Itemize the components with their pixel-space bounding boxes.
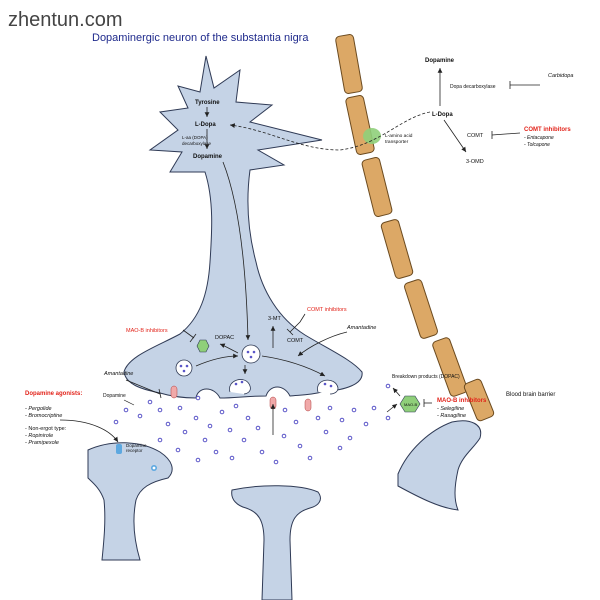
ldopa-periphery-label: L-Dopa (432, 112, 453, 118)
ldopa-transport-arrow (229, 111, 431, 151)
watermark: zhentun.com (8, 9, 123, 31)
aadc-label-2: decarboxylase (182, 141, 212, 146)
dopamine-periphery-label: Dopamine (425, 58, 455, 64)
breakdown-products-label: Breakdown products (DOPAC) (392, 374, 460, 380)
dopaminergic-neuron (123, 55, 363, 399)
maob-enzyme-icon (196, 339, 210, 353)
dopamine-receptor-icon (116, 444, 122, 454)
dopa-decarboxylase-label: Dopa decarboxylase (450, 84, 496, 90)
agonists-title: Dopamine agonists: (25, 391, 82, 397)
dopamine-cleft-label: Dopamine (103, 393, 126, 399)
carbidopa-label: Carbidopa (548, 73, 573, 79)
postsynaptic-neuron-bottom (231, 485, 321, 600)
comt-inhibitor-1: - Entacapone (524, 135, 554, 141)
transporter-label-2: transporter (385, 139, 409, 145)
bbb-label: Blood brain barrier (506, 392, 555, 398)
maob-inhibitors-terminal: MAO-B inhibitors (126, 328, 168, 334)
omd-label: 3-OMD (466, 159, 484, 165)
comt-inhibitor-2: - Tolcapone (524, 142, 550, 148)
comt-inhibitors-terminal: COMT inhibitors (307, 307, 347, 313)
nonergot-1: - Ropinirole (25, 433, 53, 439)
fusing-vesicle-2 (317, 379, 339, 395)
diagram-title: Dopaminergic neuron of the substantia ni… (92, 32, 309, 44)
tyrosine-label: Tyrosine (195, 100, 220, 106)
amantadine-right-label: Amantadine (346, 325, 376, 331)
postsynaptic-neuron-left (87, 442, 173, 561)
postsynaptic-neuron-right (397, 420, 482, 511)
maob-inhibitors-glial-title: MAO-B inhibitors (437, 398, 487, 404)
synaptic-dopamine (113, 395, 391, 465)
vesicle-1 (175, 359, 193, 377)
vesicle-2 (241, 344, 261, 364)
dopac-terminal-label: DOPAC (215, 335, 234, 341)
fusing-vesicle-1 (229, 379, 251, 395)
receptor-label-2: receptor (126, 448, 143, 453)
maob-inhibitor-2: - Rasagiline (437, 413, 466, 419)
ldopa-neuron-label: L-Dopa (195, 122, 216, 128)
amantadine-left-label: Amantadine (103, 371, 133, 377)
aadc-label-1: L-aa (DOPA) (182, 135, 208, 140)
amino-acid-transporter (363, 128, 381, 144)
three-mt-label: 3-MT (268, 316, 281, 322)
agonist-1: - Pergolide (25, 406, 52, 412)
agonist-2: - Bromocriptine (25, 413, 62, 419)
reuptake-transporter-3 (304, 398, 312, 412)
maob-glial-label: MAO-B (404, 402, 417, 407)
axon-transport-arrow (222, 161, 251, 341)
receptor-label-1: Dopamine (126, 443, 147, 448)
dopamine-neuron-label: Dopamine (193, 154, 223, 160)
maob-inhibitor-1: - Selegiline (437, 406, 464, 412)
nonergot-title: - Non-ergot type: (25, 426, 67, 432)
comt-inhibitors-periphery-title: COMT inhibitors (524, 127, 571, 133)
blood-brain-barrier (335, 34, 495, 422)
transporter-label-1: L-amino acid (385, 133, 413, 139)
reuptake-transporter-1 (170, 385, 178, 399)
comt-periphery-label: COMT (467, 133, 484, 139)
comt-terminal-label: COMT (287, 338, 304, 344)
nonergot-2: - Pramipexole (25, 440, 59, 446)
maob-glial-icon (399, 395, 421, 413)
